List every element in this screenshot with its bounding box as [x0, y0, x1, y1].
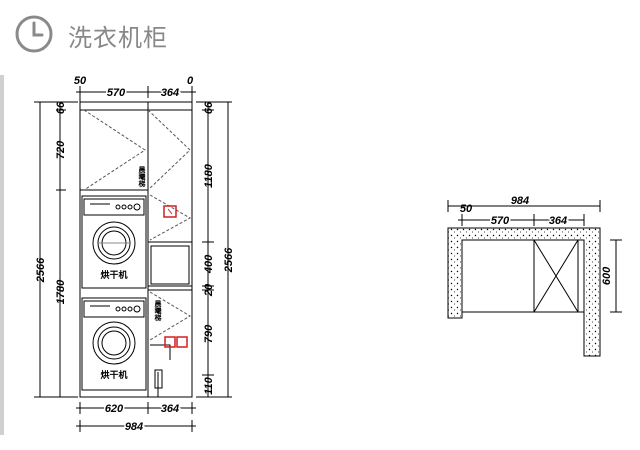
top-dim-0: 50 [74, 75, 87, 87]
outlet-lower-b [176, 336, 188, 348]
dryer-lower [81, 297, 147, 391]
page-title: 洗衣机柜 [68, 24, 168, 52]
plan-view [447, 227, 601, 357]
dryer-label-upper: 烘干机 [100, 269, 127, 281]
plan-total: 984 [511, 195, 529, 207]
dryer-label-lower: 烘干机 [100, 369, 127, 381]
vertical-label-lower: 晨曦梯 [154, 299, 163, 322]
right-dim-1: 1180 [203, 163, 215, 188]
clock-icon [15, 15, 53, 53]
door-swing-upper-left [83, 109, 146, 191]
bottom-dim-0: 620 [105, 403, 124, 415]
cabinet-outline [79, 101, 193, 398]
front-elevation [79, 101, 193, 398]
plan-dimensions: 984 50 570 364 600 [447, 195, 622, 313]
right-dim-0: 66 [203, 101, 215, 114]
door-swing-upper [147, 109, 191, 191]
front-top-dimensions: 50 570 364 0 [74, 75, 196, 104]
plan-dim-0: 50 [460, 203, 473, 215]
right-dim-3: 20 [203, 283, 215, 297]
page-header: 洗衣机柜 [0, 0, 640, 72]
plan-dim-1: 570 [491, 215, 510, 227]
bottom-total: 984 [125, 421, 143, 433]
front-left-dimensions: 2566 66 720 1780 [34, 101, 78, 398]
plan-dim-2: 364 [549, 215, 567, 227]
bottom-dim-1: 364 [161, 403, 179, 415]
dryer-upper [81, 195, 147, 289]
left-dim-1: 720 [55, 140, 67, 159]
left-edge-rule [0, 75, 4, 435]
top-dim-2: 364 [161, 87, 179, 99]
right-dim-4: 790 [203, 324, 215, 343]
top-dim-3: 0 [187, 75, 194, 87]
front-bottom-dimensions: 620 364 984 [76, 402, 196, 435]
right-overall: 2566 [223, 247, 235, 273]
vertical-label-upper: 晨曦梯 [138, 165, 147, 188]
outlet-lower-a [164, 336, 176, 348]
left-dim-2: 1780 [55, 279, 67, 304]
right-dim-5: 110 [203, 376, 215, 394]
plan-depth: 600 [601, 266, 613, 285]
left-dim-0: 66 [55, 101, 67, 114]
left-overall: 2566 [35, 257, 47, 283]
outlet-upper [163, 205, 177, 218]
right-dim-2: 400 [203, 254, 215, 274]
top-dim-1: 570 [107, 87, 126, 99]
open-niche [147, 241, 193, 287]
front-right-dimensions: 66 1180 400 20 790 110 2566 [196, 101, 235, 398]
